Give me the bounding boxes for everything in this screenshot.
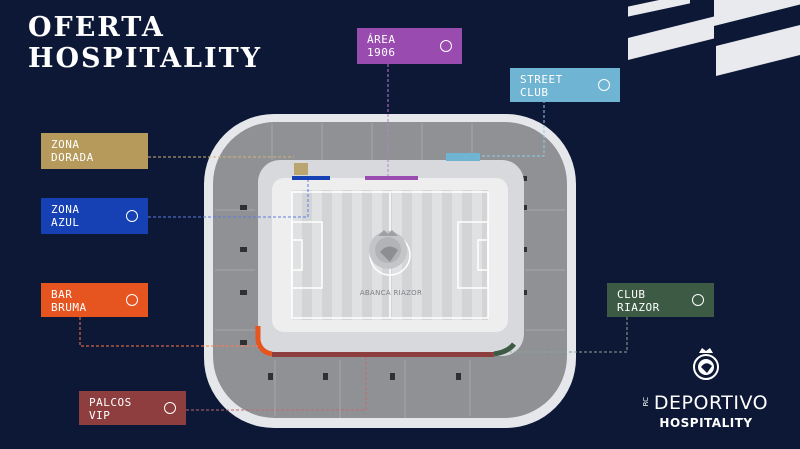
leader-lines [79,64,628,411]
zone-tag-palcos-vip-line2: VIP [89,409,111,422]
circle-icon [692,294,704,306]
page-title-line1: OFERTA [28,12,165,43]
circle-icon [126,210,138,222]
zona-dorada-marker [294,163,308,175]
deportivo-crest-icon [693,348,719,380]
zone-tag-zona-azul[interactable]: ZONA AZUL [41,198,148,234]
zone-tag-area-1906[interactable]: ÁREA 1906 [357,28,462,64]
bar-bruma-marker [255,326,273,357]
street-club-marker [446,153,480,161]
zone-tag-zona-dorada-line1: ZONA [51,138,80,151]
brand-prefix: RC [642,397,650,407]
zone-tag-area-1906-line1: ÁREA [367,33,396,46]
zone-tag-zona-dorada[interactable]: ZONA DORADA [41,133,148,169]
brand-name: DEPORTIVO [653,392,769,414]
zone-tag-bar-bruma-line2: BRUMA [51,301,87,314]
zone-tag-club-riazor[interactable]: CLUB RIAZOR [607,283,714,317]
zone-tag-zona-azul-line1: ZONA [51,203,80,216]
page-title-line2: HOSPITALITY [28,43,263,74]
stand-segments [215,123,565,418]
zone-tag-bar-bruma[interactable]: BAR BRUMA [41,283,148,317]
pitch-lines [291,191,489,319]
brand-subtitle: HOSPITALITY [659,416,753,430]
zone-tag-street-club-line2: CLUB [520,86,549,99]
zone-tag-zona-dorada-line2: DORADA [51,151,94,164]
pitch-sponsor-text: ABANCA RIAZOR [359,289,423,297]
circle-icon [164,402,176,414]
circle-icon [440,40,452,52]
club-riazor-marker [493,342,516,357]
brand-logo: RC DEPORTIVO HOSPITALITY [640,345,772,431]
zone-tag-palcos-vip[interactable]: PALCOS VIP [79,391,186,425]
zone-tag-zona-azul-line2: AZUL [51,216,80,229]
page-title: OFERTA HOSPITALITY [28,12,262,74]
zona-azul-marker [292,176,330,180]
palcos-vip-marker [272,352,494,357]
area-1906-marker [365,176,418,180]
pitch-crest-icon [369,230,407,269]
zone-tag-area-1906-line2: 1906 [367,46,396,59]
zone-tag-street-club-line1: STREET [520,73,563,86]
zone-tag-club-riazor-line1: CLUB [617,288,646,301]
zone-tag-club-riazor-line2: RIAZOR [617,301,660,314]
zone-tag-bar-bruma-line1: BAR [51,288,73,301]
circle-icon [598,79,610,91]
zone-tag-palcos-vip-line1: PALCOS [89,396,132,409]
zone-tag-street-club[interactable]: STREET CLUB [510,68,620,102]
circle-icon [126,294,138,306]
